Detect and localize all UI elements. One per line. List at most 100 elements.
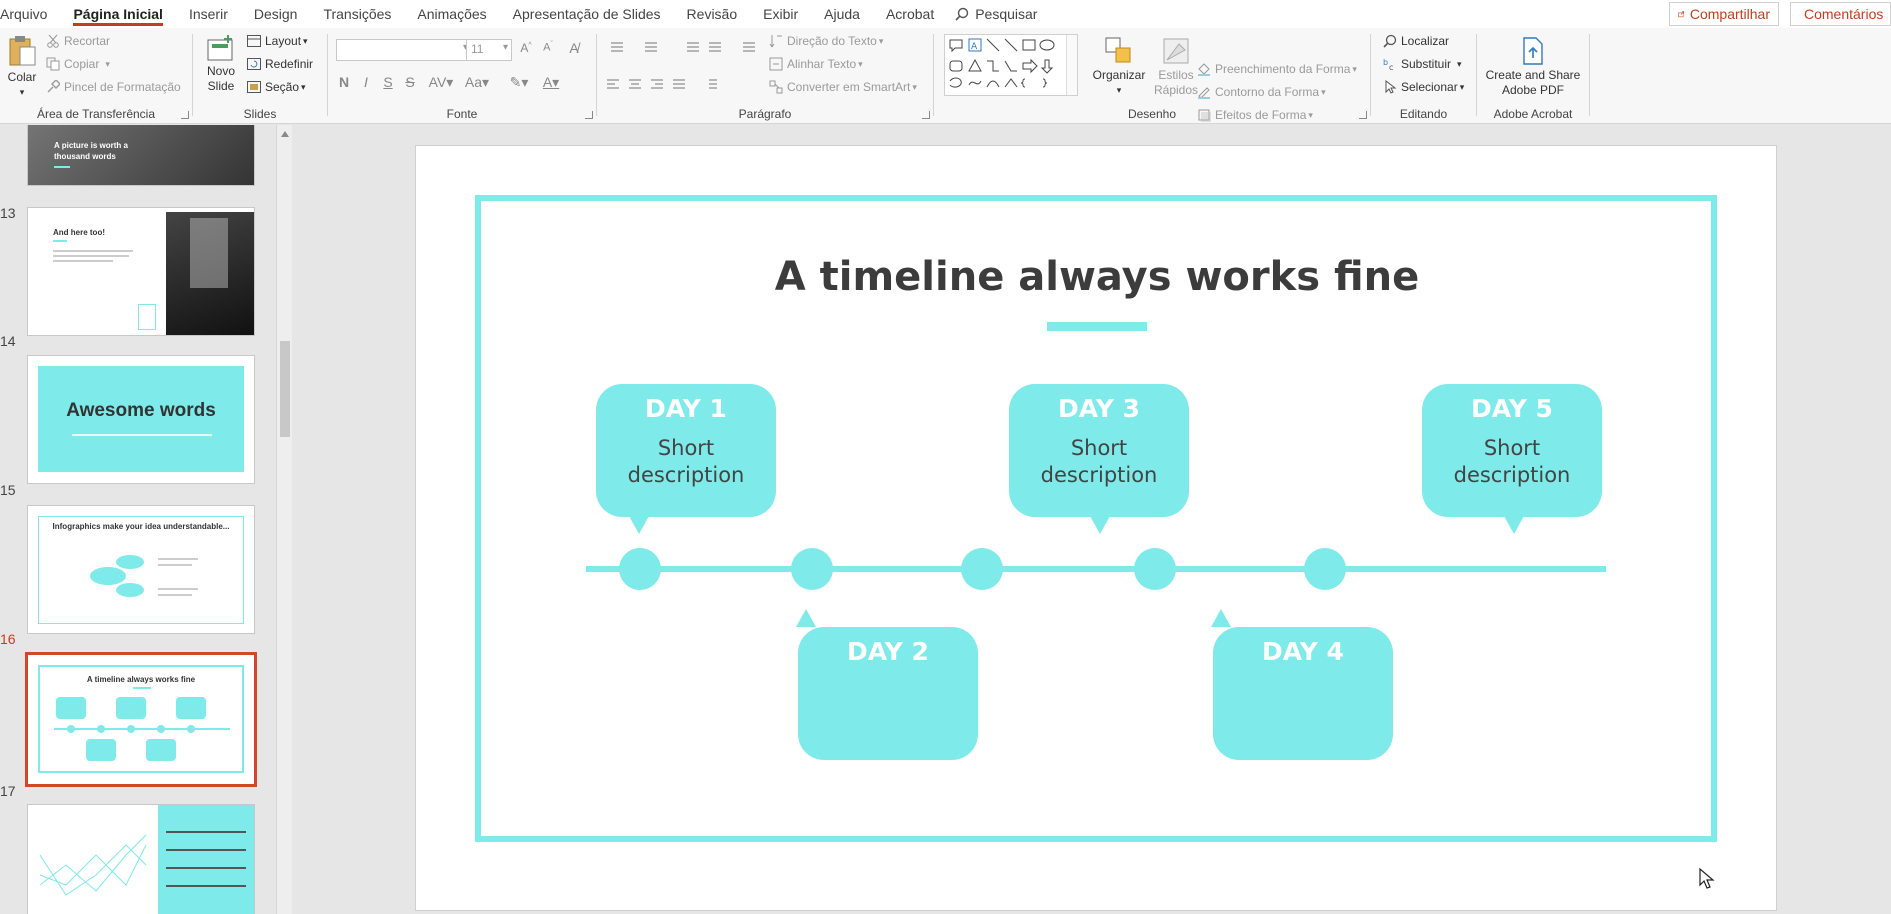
shape-outline-label: Contorno da Forma (1215, 85, 1320, 99)
tab-pagina-inicial[interactable]: Página Inicial (60, 0, 175, 28)
callout-day-3[interactable]: DAY 3 Short description (1009, 384, 1189, 517)
search-box[interactable]: Pesquisar (947, 6, 1045, 22)
tab-revisao[interactable]: Revisão (686, 6, 738, 22)
infographic-icon (90, 555, 198, 597)
timeline-dot[interactable] (791, 548, 833, 590)
shape-fill-button[interactable]: Preenchimento da Forma▾ (1197, 62, 1357, 76)
shape-outline-button[interactable]: Contorno da Forma▾ (1197, 85, 1326, 99)
slide-thumbnail-16[interactable]: A timeline always works fine (25, 652, 257, 787)
shrink-font-button[interactable]: Aˇ (543, 41, 553, 54)
callout-day-2[interactable]: DAY 2 (798, 627, 978, 760)
align-text-button[interactable]: Alinhar Texto▾ (769, 57, 863, 71)
paragraph-launcher-icon[interactable] (922, 111, 930, 119)
reset-label: Redefinir (265, 57, 314, 71)
slide-frame-border[interactable] (475, 195, 1717, 842)
font-name-combo[interactable] (336, 39, 472, 61)
smartart-icon (769, 80, 783, 94)
drawing-launcher-icon[interactable] (1359, 111, 1367, 119)
timeline-dot[interactable] (1304, 548, 1346, 590)
select-button[interactable]: Selecionar▾ (1383, 80, 1464, 94)
slide-thumbnail-13[interactable]: And here too! (27, 207, 255, 336)
callout-day-4[interactable]: DAY 4 (1213, 627, 1393, 760)
tab-ajuda[interactable]: Ajuda (824, 6, 860, 22)
font-color-icon[interactable]: A▾ (542, 74, 560, 90)
title-underline[interactable] (1047, 322, 1147, 331)
underline-button[interactable]: S (383, 74, 393, 90)
slide-canvas[interactable]: A timeline always works fine DAY 1 Short… (415, 145, 1777, 911)
copy-button[interactable]: Copiar ▾ (46, 57, 110, 71)
new-slide-button[interactable]: Novo Slide (201, 34, 241, 94)
timeline-dot[interactable] (619, 548, 661, 590)
font-launcher-icon[interactable] (585, 111, 593, 119)
quick-styles-button[interactable]: Estilos Rápidos (1148, 36, 1204, 98)
section-label: Seção (265, 80, 300, 94)
comments-button[interactable]: Comentários (1790, 2, 1891, 26)
callout-pointer (796, 609, 816, 627)
slide-thumbnail-15[interactable]: Infographics make your idea understandab… (27, 505, 255, 634)
slide-thumbnail-17[interactable] (27, 804, 255, 914)
clipboard-launcher-icon[interactable] (181, 111, 189, 119)
tab-inserir[interactable]: Inserir (188, 6, 228, 22)
callout-pointer (629, 516, 649, 534)
group-divider (192, 34, 193, 116)
scroll-up-icon[interactable] (281, 131, 289, 137)
share-button[interactable]: Compartilhar (1669, 2, 1779, 26)
drawing-group-label: Desenho (1127, 107, 1177, 121)
cut-button[interactable]: Recortar (46, 34, 110, 48)
section-button[interactable]: Seção▾ (247, 80, 306, 94)
thumbnail-scrollbar[interactable] (276, 125, 292, 914)
create-share-pdf-label: Create and Share Adobe PDF (1485, 68, 1581, 97)
strike-button[interactable]: S (405, 74, 415, 90)
italic-button[interactable]: I (364, 74, 368, 90)
tab-animacoes[interactable]: Animações (417, 6, 487, 22)
copy-icon (46, 57, 60, 71)
smartart-button[interactable]: Converter em SmartArt▾ (769, 80, 917, 94)
paintbrush-icon (47, 80, 60, 93)
tab-apresentacao[interactable]: Apresentação de Slides (512, 6, 661, 22)
tab-acrobat[interactable]: Acrobat (885, 6, 935, 22)
group-divider (933, 34, 934, 116)
callout-day-1[interactable]: DAY 1 Short description (596, 384, 776, 517)
find-button[interactable]: Localizar (1383, 34, 1449, 48)
day-description: Short description (1453, 436, 1571, 487)
paragraph-tools-icon[interactable] (605, 40, 785, 100)
paragraph-group: Direção do Texto▾ Alinhar Texto▾ Convert… (597, 28, 933, 124)
paste-button[interactable]: Colar ▾ (4, 34, 40, 100)
font-size-combo[interactable]: 11 (466, 39, 512, 61)
copy-label: Copiar (64, 57, 100, 71)
day-label: DAY 4 (1262, 637, 1344, 666)
highlight-icon[interactable]: ✎▾ (509, 74, 529, 90)
shapes-gallery[interactable]: A (944, 34, 1078, 96)
clipboard-group-label: Área de Transferência (36, 107, 156, 121)
change-case-icon[interactable]: Aa▾ (464, 74, 490, 90)
shape-effects-button[interactable]: Efeitos de Forma▾ (1197, 108, 1313, 122)
grow-font-button[interactable]: A^ (520, 41, 532, 55)
shapes-scroll[interactable] (1066, 35, 1077, 95)
tab-design[interactable]: Design (253, 6, 298, 22)
group-divider (596, 34, 597, 116)
share-label: Compartilhar (1689, 6, 1770, 22)
callout-day-5[interactable]: DAY 5 Short description (1422, 384, 1602, 517)
clear-format-icon[interactable]: A̸ (569, 40, 579, 56)
slide-title[interactable]: A timeline always works fine (774, 254, 1420, 300)
create-share-pdf-button[interactable]: Create and Share Adobe PDF (1483, 36, 1583, 98)
quick-styles-icon (1163, 38, 1189, 64)
char-spacing-icon[interactable]: AV▾ (428, 74, 454, 90)
text-direction-button[interactable]: Direção do Texto▾ (769, 34, 883, 48)
timeline-dot[interactable] (1134, 548, 1176, 590)
arrange-button[interactable]: Organizar ▾ (1090, 36, 1148, 98)
tab-transicoes[interactable]: Transições (323, 6, 392, 22)
slide-thumbnail-14[interactable]: Awesome words (27, 355, 255, 484)
effects-icon (1198, 109, 1211, 122)
reset-button[interactable]: Redefinir (247, 57, 313, 71)
slide-thumbnail-12[interactable]: A picture is worth a thousand words (27, 125, 255, 186)
timeline-dot[interactable] (961, 548, 1003, 590)
tab-exibir[interactable]: Exibir (763, 6, 799, 22)
timeline-line[interactable] (586, 566, 1606, 572)
scrollbar-thumb[interactable] (280, 341, 290, 437)
format-painter-button[interactable]: Pincel de Formatação (46, 80, 181, 94)
tab-arquivo[interactable]: Arquivo (0, 6, 48, 22)
bold-button[interactable]: N (338, 74, 350, 90)
layout-button[interactable]: Layout▾ (247, 34, 308, 48)
